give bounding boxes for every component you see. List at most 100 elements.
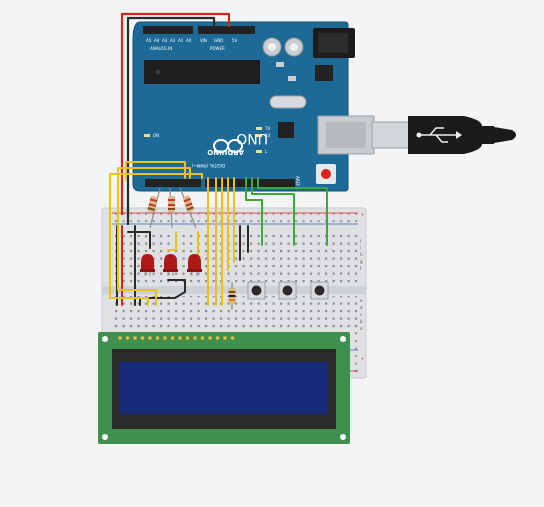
row-label-c: c bbox=[360, 312, 362, 317]
resistor-led-3[interactable] bbox=[179, 187, 197, 229]
wire-yellow-d7 bbox=[109, 173, 203, 306]
rail-plus-label: + bbox=[361, 212, 364, 217]
power-pin-vin: VIN bbox=[200, 38, 207, 43]
atmega-chip-notch bbox=[155, 69, 161, 75]
lcd-pin-4[interactable] bbox=[140, 335, 145, 341]
row-label-e: e bbox=[360, 298, 363, 303]
on-led-label: ON bbox=[153, 133, 159, 138]
arduino-logo-text: ARDUINO bbox=[207, 148, 244, 156]
analog-header[interactable] bbox=[143, 26, 193, 34]
wire-red-5v bbox=[120, 12, 231, 216]
row-label-j: j bbox=[359, 238, 361, 243]
aref-label: AREF bbox=[295, 176, 300, 187]
push-button-2[interactable] bbox=[278, 281, 297, 300]
lcd-pin-5[interactable] bbox=[147, 335, 153, 341]
smd-part-2 bbox=[288, 76, 296, 81]
led-1[interactable] bbox=[140, 254, 155, 276]
lcd-pin-13[interactable] bbox=[207, 335, 213, 341]
rx-led-label: RX bbox=[265, 133, 271, 138]
analog-pin-a4: A4 bbox=[154, 38, 160, 43]
lcd-pin-11[interactable] bbox=[192, 335, 198, 341]
lcd-pin-3[interactable] bbox=[132, 335, 138, 341]
lcd-pin-12[interactable] bbox=[200, 335, 205, 341]
row-label-a: a bbox=[360, 326, 363, 331]
wire-yellow-d5 bbox=[125, 161, 186, 181]
analog-pin-a1: A1 bbox=[178, 38, 184, 43]
reset-button-cap[interactable] bbox=[321, 169, 331, 179]
lcd-header-pins[interactable] bbox=[117, 335, 235, 341]
uno-label: UNO bbox=[236, 130, 268, 146]
power-pin-5v: 5V bbox=[232, 38, 238, 43]
lcd-pin-8[interactable] bbox=[170, 335, 175, 341]
lcd-mount-hole-br bbox=[340, 434, 346, 440]
capacitor-2-top bbox=[290, 43, 298, 51]
lcd-screen bbox=[120, 362, 328, 414]
lcd-16x2-display[interactable] bbox=[98, 332, 350, 444]
row-label-d: d bbox=[360, 305, 363, 310]
rx-led bbox=[256, 134, 262, 137]
crystal-oscillator bbox=[269, 95, 307, 109]
row-label-b: b bbox=[360, 319, 363, 324]
usb-symbol-icon bbox=[416, 127, 462, 143]
row-label-g: g bbox=[360, 259, 363, 264]
row-label-f: f bbox=[360, 266, 362, 271]
on-led bbox=[144, 134, 150, 137]
resistor-led-2[interactable] bbox=[168, 187, 175, 229]
row-label-h: h bbox=[360, 252, 363, 257]
row-label-i: i bbox=[360, 245, 361, 250]
led-2[interactable] bbox=[163, 254, 178, 276]
arduino-infinity-icon bbox=[213, 139, 243, 153]
power-label: POWER bbox=[210, 46, 225, 51]
digital-pwm-label: DIGITAL (PWM~) bbox=[191, 163, 225, 168]
analog-in-label: ANALOG IN bbox=[150, 46, 172, 51]
analog-pin-a0: A0 bbox=[186, 38, 192, 43]
lcd-pin-6[interactable] bbox=[155, 335, 160, 341]
l-led-label: L bbox=[265, 149, 268, 154]
lcd-mount-hole-tr bbox=[340, 336, 346, 342]
arduino-logo: ARDUINO UNO bbox=[207, 130, 268, 156]
digital-header-low[interactable] bbox=[145, 179, 201, 187]
lcd-pin-7[interactable] bbox=[162, 335, 168, 341]
push-button-1[interactable] bbox=[247, 281, 266, 300]
wire-green-btn-1 bbox=[245, 177, 263, 246]
lcd-pin-1[interactable] bbox=[117, 335, 123, 341]
lcd-pin-16[interactable] bbox=[230, 335, 235, 341]
wire-yellow-led bbox=[167, 231, 177, 251]
resistor-led-1[interactable] bbox=[147, 187, 161, 229]
atmega-chip bbox=[144, 60, 260, 84]
analog-pin-a2: A2 bbox=[170, 38, 176, 43]
usb-interface-chip bbox=[278, 122, 294, 138]
smd-part-1 bbox=[276, 62, 284, 67]
lcd-pin-15[interactable] bbox=[222, 335, 228, 341]
power-header[interactable] bbox=[198, 26, 255, 34]
led-3[interactable] bbox=[187, 254, 202, 276]
lcd-pin-9[interactable] bbox=[177, 335, 183, 341]
analog-pin-a5: A5 bbox=[146, 38, 152, 43]
push-button-3[interactable] bbox=[310, 281, 329, 300]
power-pin-gnd: GND bbox=[214, 38, 223, 43]
lcd-pin-10[interactable] bbox=[185, 335, 190, 341]
lcd-pin-2[interactable] bbox=[125, 335, 130, 341]
lcd-pin-14[interactable] bbox=[215, 335, 220, 341]
lcd-mount-hole-bl bbox=[102, 434, 108, 440]
rail-minus-label: - bbox=[361, 222, 363, 227]
wire-black-lcd bbox=[139, 279, 186, 306]
arduino-uno-board[interactable]: A5 A4 A3 A2 A1 A0 ANALOG IN POWER VIN GN… bbox=[132, 21, 355, 192]
wire-black-led-2 bbox=[127, 231, 151, 249]
voltage-regulator bbox=[315, 65, 333, 81]
resistor-button[interactable] bbox=[228, 282, 236, 310]
rail-plus-label-bottom: + bbox=[361, 356, 364, 361]
usb-cable[interactable] bbox=[371, 116, 516, 154]
analog-pin-a3: A3 bbox=[162, 38, 168, 43]
wire-black-gnd bbox=[126, 16, 216, 226]
capacitor-1-top bbox=[268, 43, 276, 51]
dc-power-jack-inner bbox=[318, 33, 348, 53]
wire-green-btn-2 bbox=[251, 177, 295, 246]
l-led bbox=[256, 150, 262, 153]
tx-led bbox=[256, 127, 262, 130]
usb-b-port[interactable] bbox=[317, 115, 375, 155]
wire-green-btn-3 bbox=[257, 177, 328, 246]
digital-header-high[interactable] bbox=[205, 179, 295, 187]
wires[interactable] bbox=[109, 12, 328, 306]
